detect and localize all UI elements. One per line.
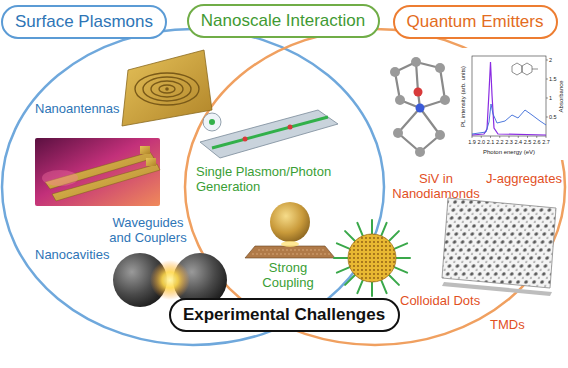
siv-molecule-figure	[414, 88, 423, 97]
item-label: Strong Coupling	[253, 261, 323, 291]
category-pill: Quantum Emitters	[393, 5, 558, 39]
tick-label: 2.2	[496, 139, 504, 145]
colloidal-dot-figure	[348, 234, 396, 282]
waveguide-figure	[140, 146, 150, 154]
tick-label: 2.1	[487, 139, 495, 145]
spectrum-chart	[512, 63, 538, 75]
siv-molecule-figure	[395, 95, 405, 105]
spectrum-chart	[472, 56, 546, 136]
tick-label: 2.3	[505, 139, 513, 145]
strong-coupling-figure	[281, 241, 299, 247]
item-label: Nanoantennas	[35, 102, 120, 117]
colloidal-dot-figure	[334, 220, 410, 296]
item-label: Nanocavities	[35, 248, 109, 263]
pill-title: Nanoscale Interaction	[201, 12, 365, 31]
siv-molecule-figure	[390, 67, 400, 77]
nanoantenna-figure	[165, 87, 169, 91]
siv-molecule-figure	[393, 128, 403, 138]
siv-molecule-figure	[440, 95, 450, 105]
strong-coupling-figure	[270, 202, 310, 242]
spectrum-chart	[546, 60, 548, 117]
tick-label: 2.5	[524, 139, 532, 145]
siv-molecule-figure	[435, 130, 445, 140]
plasmon-source-figure	[200, 110, 338, 158]
tick-label: 0.5	[549, 114, 557, 120]
tick-label: 2.4	[514, 139, 522, 145]
axis-label: PL intensity (arb. units)	[461, 65, 468, 126]
item-label: Single Plasmon/Photon Generation	[196, 165, 346, 195]
plasmon-source-figure	[212, 117, 328, 148]
nanoantenna-figure	[143, 77, 191, 101]
plasmon-source-figure	[209, 119, 215, 125]
item-label: Colloidal Dots	[400, 294, 480, 309]
nanoantenna-figure	[122, 50, 212, 126]
plasmon-source-figure	[203, 113, 221, 131]
nanoantenna-figure	[159, 85, 175, 93]
waveguide-figure	[146, 158, 156, 166]
strong-coupling-figure	[252, 250, 330, 254]
tick-label: 2	[549, 57, 552, 63]
nanocavity-figure	[150, 260, 190, 300]
spectrum-chart	[472, 104, 546, 134]
spectrum-chart	[456, 48, 568, 160]
waveguide-figure	[42, 170, 78, 186]
tick-label: 1.9	[468, 139, 476, 145]
item-label: TMDs	[490, 318, 525, 333]
pill-title: Experimental Challenges	[183, 306, 385, 325]
waveguide-figure	[35, 138, 160, 206]
tick-label: 2.0	[477, 139, 485, 145]
pill-title: Surface Plasmons	[15, 13, 153, 32]
siv-molecule-figure	[395, 62, 445, 152]
item-label: SiV in Nanodiamonds	[390, 172, 482, 202]
siv-molecule-figure	[411, 57, 421, 67]
item-label: J-aggregates	[486, 172, 562, 187]
plasmon-source-figure	[243, 137, 248, 142]
siv-molecule-figure	[416, 104, 425, 113]
siv-molecule-figure	[435, 63, 445, 73]
plasmon-source-figure	[288, 125, 293, 130]
tick-label: 2.7	[542, 139, 550, 145]
category-pill: Experimental Challenges	[169, 298, 400, 332]
nanoantenna-figure	[135, 73, 199, 105]
spectrum-chart	[472, 62, 546, 135]
siv-molecule-figure	[415, 147, 425, 157]
tmd-lattice-figure	[442, 198, 556, 288]
strong-coupling-figure	[245, 202, 335, 258]
siv-molecule-figure	[390, 57, 450, 157]
tmd-lattice-figure	[442, 198, 556, 296]
colloidal-dot-figure	[334, 220, 410, 296]
nanoantenna-figure	[151, 81, 183, 97]
axis-label: Photon energy (eV)	[483, 149, 535, 156]
category-pill: Surface Plasmons	[1, 5, 167, 39]
axis-label: Absorbance	[558, 80, 565, 112]
tick-label: 2.6	[533, 139, 541, 145]
spectrum-chart	[456, 48, 568, 160]
tick-label: 1.5	[549, 76, 557, 82]
tick-label: 1	[549, 95, 552, 101]
item-label: Waveguides and Couplers	[106, 216, 190, 246]
plasmon-source-figure	[200, 110, 338, 158]
category-pill: Nanoscale Interaction	[187, 4, 380, 38]
pill-title: Quantum Emitters	[407, 13, 544, 32]
nanoantenna-figure	[122, 50, 212, 126]
waveguide-figure	[35, 138, 160, 206]
strong-coupling-figure	[245, 246, 335, 258]
spectrum-chart	[472, 136, 546, 138]
